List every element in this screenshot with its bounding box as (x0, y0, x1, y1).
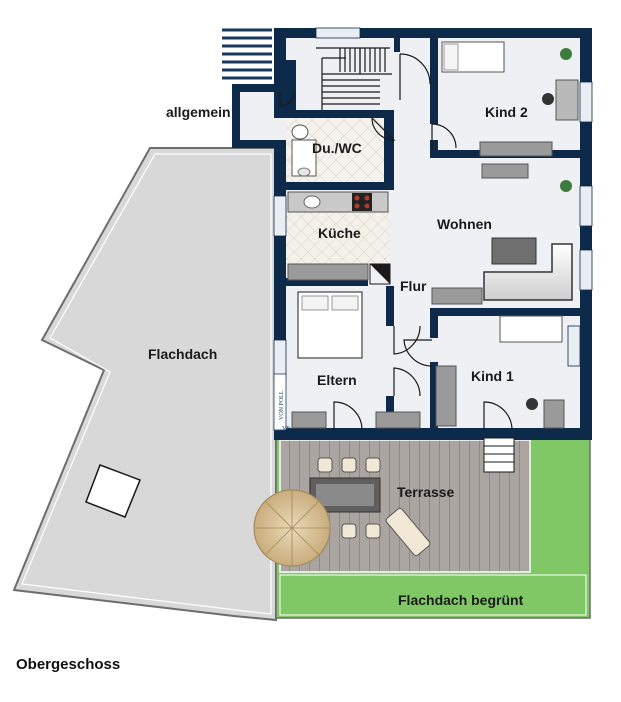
label-kind2: Kind 2 (485, 104, 528, 120)
label-flur: Flur (400, 278, 427, 294)
bedroom-furniture (291, 291, 421, 429)
label-bath: Du./WC (312, 140, 362, 156)
label-terrasse: Terrasse (397, 484, 455, 500)
terrace-steps (483, 437, 515, 473)
outer-stairs (222, 24, 274, 82)
floor-caption: Obergeschoss (16, 656, 121, 673)
svg-text:VON POLL: VON POLL (279, 390, 285, 420)
kind1-furniture (435, 315, 565, 429)
label-kind1: Kind 1 (471, 368, 514, 384)
label-wohnen: Wohnen (437, 216, 492, 232)
label-allgemein: allgemein (166, 104, 231, 120)
kitchen-tiles (286, 212, 390, 270)
svg-text:VP: VP (282, 426, 290, 432)
skylight (85, 464, 141, 518)
windows (273, 27, 593, 381)
label-eltern: Eltern (317, 372, 357, 388)
label-flachdach-begruent: Flachdach begrünt (398, 592, 524, 608)
living-furniture (431, 163, 573, 305)
terrace-furniture (253, 457, 431, 567)
kitchen-counter (287, 191, 391, 285)
kind2-furniture (441, 41, 579, 157)
label-flachdach: Flachdach (148, 346, 217, 362)
doors (279, 53, 513, 431)
bathroom-fixtures (291, 124, 317, 177)
flat-roof-area (12, 147, 277, 622)
label-kueche: Küche (318, 225, 361, 241)
brand-logo: VON POLL VP (273, 373, 290, 432)
inner-stairs (316, 47, 392, 110)
